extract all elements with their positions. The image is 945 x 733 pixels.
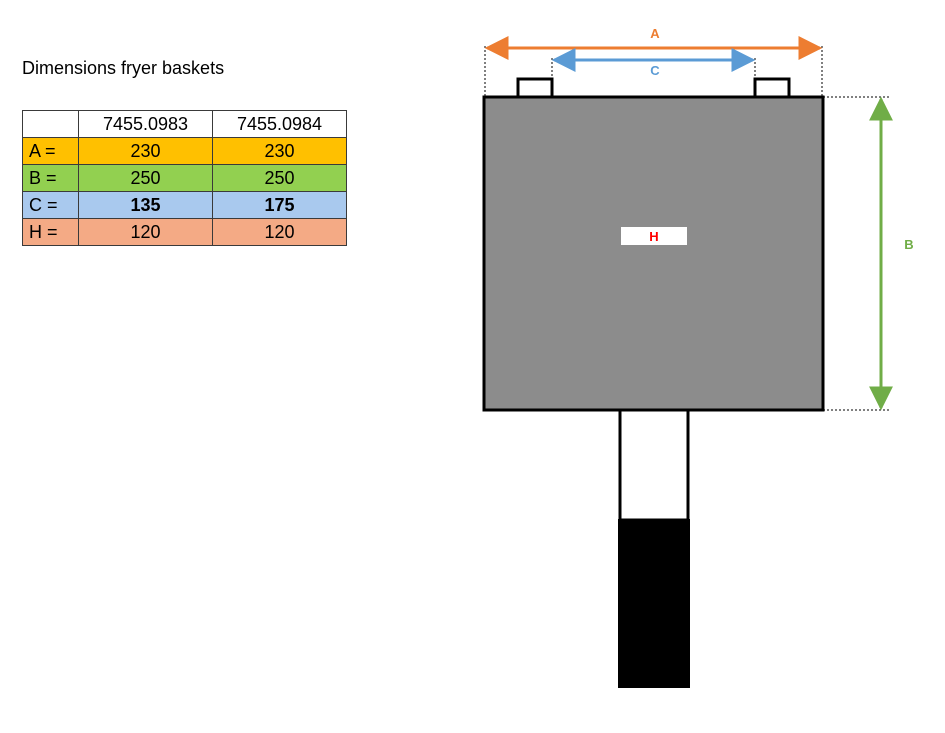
table-row-b: B = 250 250 [22, 164, 347, 192]
basket-body [482, 95, 825, 412]
table-cell: 250 [212, 164, 347, 192]
table-cell: 135 [78, 191, 213, 219]
table-row-a: A = 230 230 [22, 137, 347, 165]
table-row-h: H = 120 120 [22, 218, 347, 246]
handle-shaft [618, 408, 690, 522]
table-cell: 230 [212, 137, 347, 165]
table-cell: 120 [78, 218, 213, 246]
handle-grip [618, 519, 690, 688]
h-label-box [621, 227, 687, 245]
row-label: H = [22, 218, 79, 246]
row-label: B = [22, 164, 79, 192]
table-cell: 230 [78, 137, 213, 165]
table-header-row: 7455.0983 7455.0984 [22, 110, 347, 138]
table-row-c: C = 135 175 [22, 191, 347, 219]
dimension-label-c: C [650, 63, 660, 78]
dimensions-table: 7455.0983 7455.0984 A = 230 230 B = 250 … [22, 110, 347, 246]
basket-hook-left [516, 77, 554, 99]
dimension-label-h: H [649, 229, 658, 244]
dimension-label-b: B [904, 237, 913, 252]
dimension-label-a: A [650, 26, 660, 41]
basket-hook-right [753, 77, 791, 99]
table-cell: 250 [78, 164, 213, 192]
table-cell: 120 [212, 218, 347, 246]
page-title: Dimensions fryer baskets [22, 58, 225, 78]
row-label: C = [22, 191, 79, 219]
